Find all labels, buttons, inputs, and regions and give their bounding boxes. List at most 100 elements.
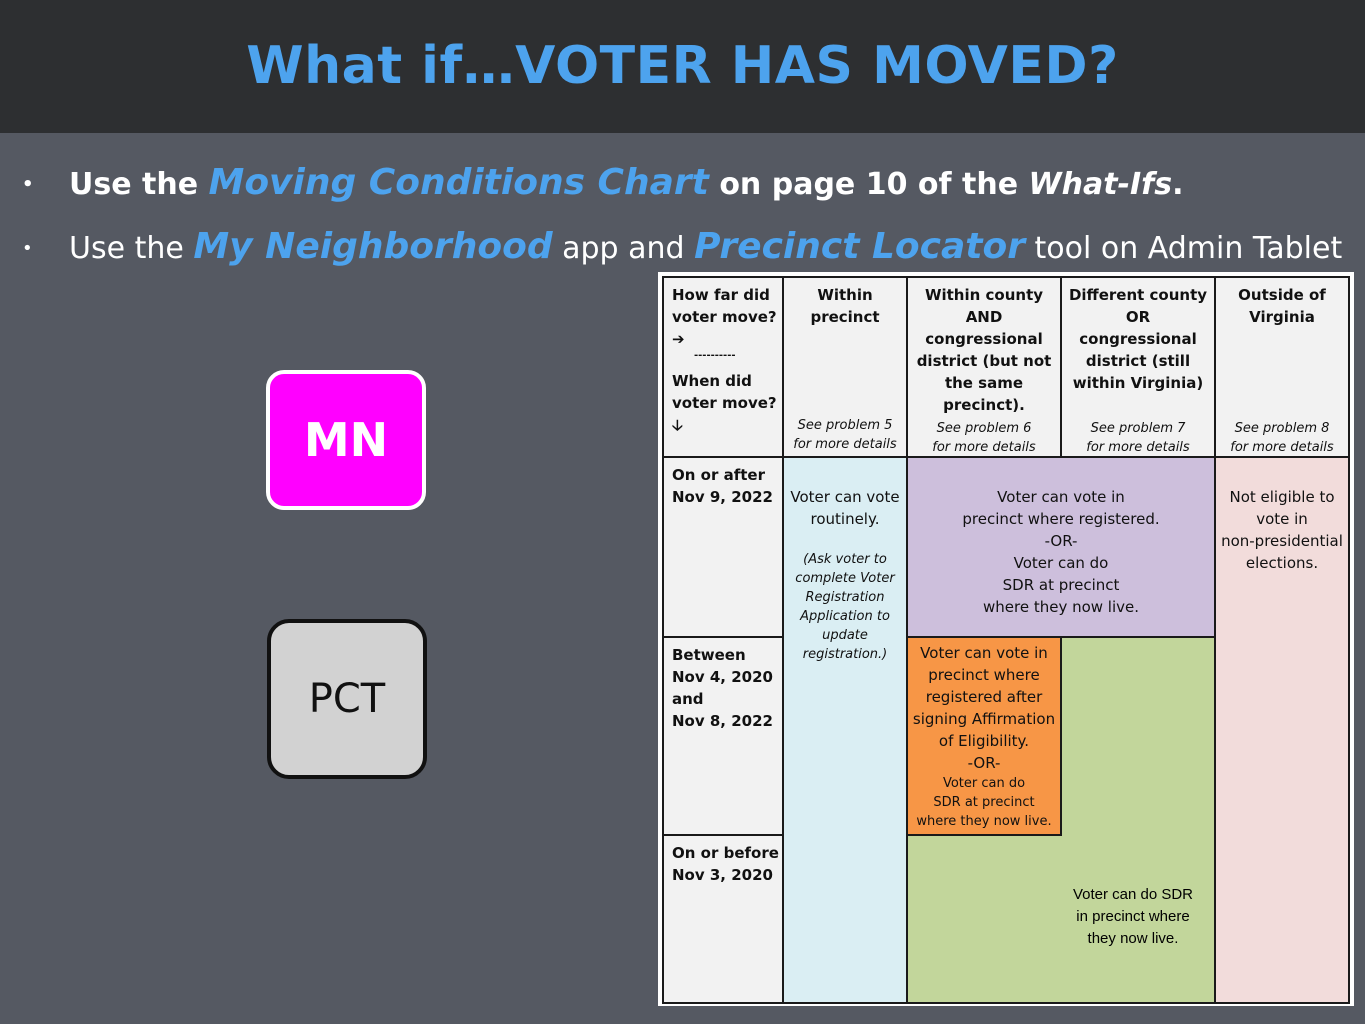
col-header-line: Within [817, 286, 873, 304]
cell-line: they now live. [1087, 930, 1179, 947]
affirmation-cell: Voter can vote in precinct where registe… [906, 636, 1062, 836]
cell-line: Voter can vote in [920, 644, 1048, 662]
col-header-line: AND [965, 308, 1003, 326]
col-header-line: district (but not [916, 352, 1052, 370]
cell-line: SDR at precinct [933, 795, 1035, 810]
bullet-2-text: Use the My Neighborhood app and Precinct… [69, 226, 1342, 267]
cell-note: registration.) [802, 647, 888, 662]
cell-line: precinct where registered. [962, 510, 1160, 528]
col-note: for more details [1230, 440, 1334, 455]
cell-line: elections. [1245, 554, 1319, 572]
cell-line: SDR at precinct [1002, 576, 1120, 594]
bullet-1-post: . [1172, 167, 1184, 202]
bullet-2-post: tool on Admin Tablet [1024, 231, 1343, 266]
bullet-1-pre: Use the [69, 167, 209, 202]
cell-note: Application to [800, 609, 890, 624]
my-neighborhood-button[interactable]: MN [266, 370, 426, 510]
bullet-dot: • [22, 238, 33, 259]
cell-note: Registration [805, 590, 885, 605]
col-header-outside-virginia: Outside of Virginia See problem 8 for more… [1214, 276, 1350, 458]
moving-conditions-chart: How far did voter move? ➔ ---------- Whe… [658, 272, 1354, 1006]
bullet-2-highlight-2: Precinct Locator [694, 226, 1025, 267]
bullet-1-text: Use the Moving Conditions Chart on page … [69, 162, 1183, 203]
bullet-1-mid: on page 10 of the [708, 167, 1029, 202]
col-header-line: Different county [1068, 286, 1208, 304]
cell-note: (Ask voter to [803, 552, 887, 567]
col-header-within-precinct: Within precinct See problem 5 for more det… [782, 276, 908, 458]
col-header-different-county: Different county OR congressional distri… [1060, 276, 1216, 458]
cell-line: in precinct where [1076, 908, 1190, 925]
row-header-line: Nov 3, 2020 [672, 866, 773, 884]
row-header-line: On or after [672, 466, 765, 484]
bullet-2-pre: Use the [69, 231, 194, 266]
col-note: for more details [793, 437, 897, 452]
cell-line: Voter can vote in [997, 488, 1125, 506]
col-note: See problem 5 [797, 418, 893, 433]
cell-line: routinely. [810, 510, 880, 528]
cell-line: registered after [925, 688, 1043, 706]
corner-divider: ---------- [694, 350, 736, 361]
cell-line: precinct where [928, 666, 1040, 684]
cell-note: complete Voter [795, 571, 895, 586]
chart-corner-cell: How far did voter move? ➔ ---------- Whe… [662, 276, 784, 458]
recent-move-cell: Voter can vote in precinct where registe… [906, 456, 1216, 638]
cell-line: non-presidential [1221, 532, 1343, 550]
corner-text: How far did voter move? ➔ ---------- Whe… [672, 284, 777, 436]
cell-line: where they now live. [916, 814, 1052, 829]
row-header-line: Nov 8, 2022 [672, 712, 773, 730]
col-header-line: within Virginia) [1072, 374, 1204, 392]
within-precinct-cell: Voter can vote routinely. (Ask voter to c… [782, 456, 908, 1004]
col-note: for more details [1086, 440, 1190, 455]
bullet-1-italic: What-Ifs [1028, 167, 1173, 202]
col-header-line: OR [1125, 308, 1151, 326]
col-note: See problem 7 [1090, 421, 1186, 436]
col-note: for more details [932, 440, 1036, 455]
bullet-1-highlight: Moving Conditions Chart [208, 162, 709, 203]
col-header-within-county: Within county AND congressional district… [906, 276, 1062, 458]
corner-line: voter move? [672, 308, 777, 326]
row-header-between-2020-2022: Between Nov 4, 2020 and Nov 8, 2022 [662, 636, 784, 836]
arrow-right-icon: ➔ [672, 330, 685, 348]
col-header-line: the same [944, 374, 1024, 392]
col-note: See problem 6 [936, 421, 1032, 436]
cell-line: of Eligibility. [938, 732, 1030, 750]
cell-note: update [822, 628, 868, 643]
cell-line: vote in [1256, 510, 1308, 528]
bullet-2-mid: app and [552, 231, 695, 266]
col-note: See problem 8 [1234, 421, 1330, 436]
slide-title: What if…VOTER HAS MOVED? [246, 36, 1119, 96]
col-header-line: district (still [1085, 352, 1191, 370]
col-header-line: Within county [924, 286, 1044, 304]
row-header-line: Nov 4, 2020 [672, 668, 773, 686]
cell-line: Not eligible to [1229, 488, 1335, 506]
cell-line: where they now live. [982, 598, 1140, 616]
corner-line: voter move? [672, 394, 777, 412]
row-header-line: Nov 9, 2022 [672, 488, 773, 506]
row-header-line: and [672, 690, 704, 708]
bullet-dot: • [22, 174, 34, 195]
title-bar [0, 0, 1365, 133]
col-header-line: precinct). [943, 396, 1025, 414]
col-header-line: Outside of [1238, 286, 1326, 304]
corner-line: How far did [672, 286, 770, 304]
cell-line: Voter can do SDR [1072, 886, 1194, 903]
cell-line: -OR- [1044, 532, 1078, 550]
row-header-line: On or before [672, 844, 779, 862]
col-header-line: congressional [1079, 330, 1197, 348]
row-header-line: Between [672, 646, 746, 664]
precinct-locator-button[interactable]: PCT [267, 619, 427, 779]
col-header-line: congressional [925, 330, 1043, 348]
cell-line: Voter can do [1013, 554, 1109, 572]
corner-line: When did [672, 372, 752, 390]
cell-line: Voter can do [942, 776, 1026, 791]
outside-virginia-cell: Not eligible to vote in non-presidential… [1214, 456, 1350, 1004]
cell-line: Voter can vote [790, 488, 900, 506]
bullet-2-highlight-1: My Neighborhood [193, 226, 553, 267]
col-header-line: Virginia [1249, 308, 1315, 326]
col-header-line: precinct [810, 308, 880, 326]
cell-line: -OR- [967, 754, 1001, 772]
cell-line: signing Affirmation [912, 710, 1056, 728]
arrow-down-icon: 🡣 [672, 416, 683, 434]
